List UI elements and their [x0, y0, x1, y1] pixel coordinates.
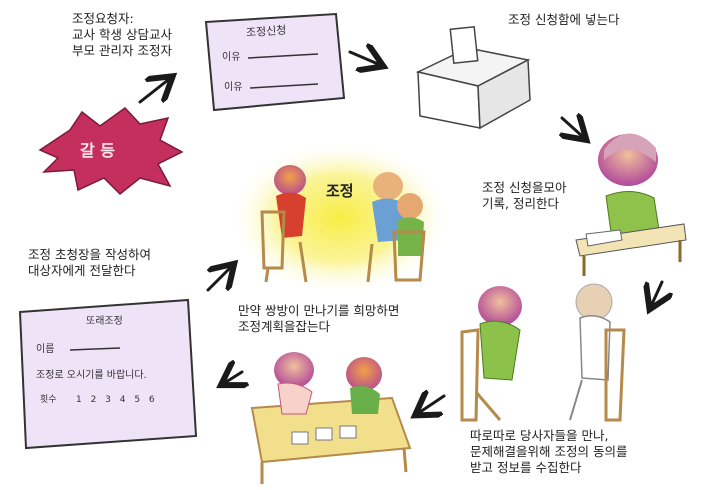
record-text: 조정 신청을모아 기록, 정리한다 [482, 180, 567, 211]
invite-card-name-label: 이름 [36, 344, 55, 355]
flow-arrows [138, 52, 662, 412]
conflict-label: 갈 등 [80, 141, 116, 160]
arrow-5 [420, 396, 446, 412]
invite-card-numbers: 1 2 3 4 5 6 [76, 395, 155, 405]
invite-card-message: 조정로 오시기를 바랍니다. [36, 370, 147, 381]
request-form [204, 12, 346, 112]
invitation-card [18, 298, 198, 450]
recorder-person [575, 133, 687, 276]
arrow-3 [562, 118, 582, 136]
invite-text: 조정 초청장을 작성하여 대상자에게 전달한다 [28, 247, 151, 278]
center-label: 조정 [326, 182, 354, 200]
arrow-6 [226, 372, 242, 382]
arrow-7 [206, 268, 230, 292]
requesters-text: 조정요청자: 교사 학생 상담교사 부모 관리자 조정자 [72, 11, 172, 58]
conflict-burst [38, 107, 184, 196]
arrow-4 [652, 280, 662, 304]
form-field-2-label: 이유 [224, 82, 243, 93]
box-text: 조정 신청함에 넣는다 [508, 12, 620, 27]
form-field-1-label: 이유 [222, 52, 241, 63]
arrow-2 [348, 52, 378, 64]
plan-text: 만약 쌍방이 만나기를 희망하면 조정계획을잡는다 [238, 303, 400, 334]
arrow-1 [138, 80, 168, 104]
separate-meeting-scene [460, 283, 626, 422]
submission-box [415, 26, 531, 130]
invite-card-time-label: 횟수 [40, 395, 57, 405]
center-mediation-scene [228, 140, 452, 296]
table-meeting-scene [250, 352, 412, 484]
form-title: 조정신청 [245, 23, 287, 40]
meet-text: 따로따로 당사자들을 만나, 문제해결을위해 조정의 동의를 받고 정보를 수집… [470, 428, 628, 475]
invite-card-title: 또래조정 [86, 316, 123, 327]
